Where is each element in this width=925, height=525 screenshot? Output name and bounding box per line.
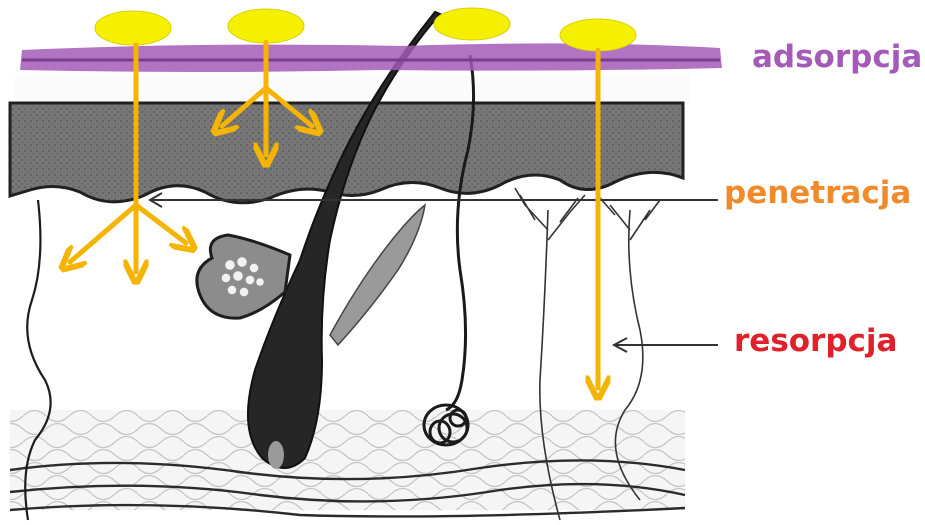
- droplet-icon: [95, 11, 171, 45]
- droplet-icon: [560, 19, 636, 51]
- resorption-label: resorpcja: [734, 326, 897, 357]
- penetration-label: penetracja: [724, 178, 911, 209]
- arrector-pili-muscle: [330, 205, 425, 345]
- droplet-icon: [434, 8, 510, 40]
- droplet-icon: [228, 9, 304, 43]
- adsorption-label: adsorpcja: [752, 42, 922, 73]
- sebaceous-gland: [197, 235, 290, 318]
- hair-bulb: [268, 441, 284, 469]
- arrow-icon: [136, 205, 186, 243]
- stratum-corneum: [15, 75, 690, 103]
- arrow-icon: [70, 205, 136, 262]
